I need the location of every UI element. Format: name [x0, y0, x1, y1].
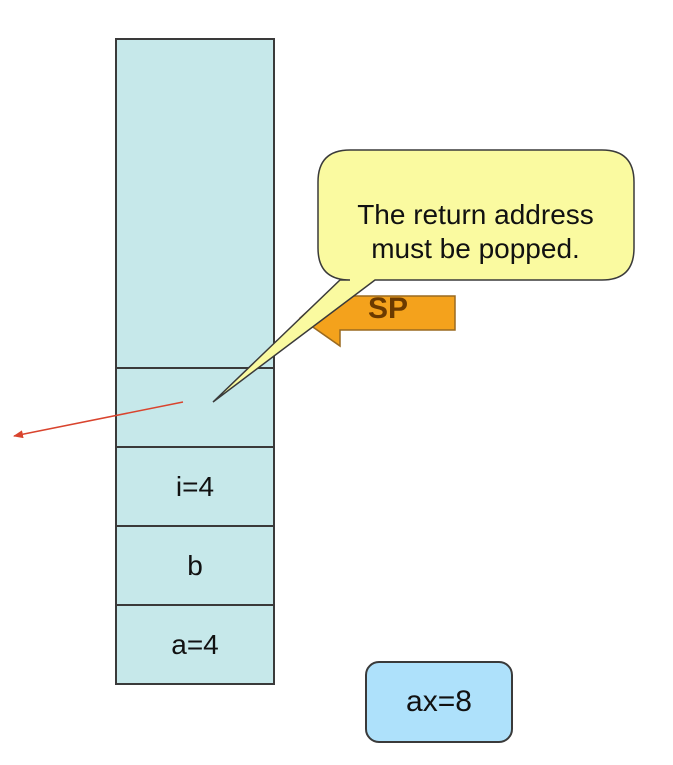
- stack-cell-i: i=4: [115, 446, 275, 526]
- stack-column: [115, 38, 275, 685]
- stack-cell-a: a=4: [115, 604, 275, 684]
- callout-line-1: The return address: [357, 199, 594, 230]
- stack-cell-return-address: [115, 367, 275, 447]
- callout-line-2: must be popped.: [371, 233, 580, 264]
- ax-register-label: ax=8: [406, 685, 472, 718]
- callout-bubble: [212, 149, 635, 403]
- stack-cell-b: b: [115, 525, 275, 605]
- callout-text: The return address must be popped.: [318, 198, 633, 266]
- ax-register: ax=8: [365, 661, 513, 743]
- sp-label: SP: [368, 292, 409, 325]
- return-arrow: [13, 401, 184, 439]
